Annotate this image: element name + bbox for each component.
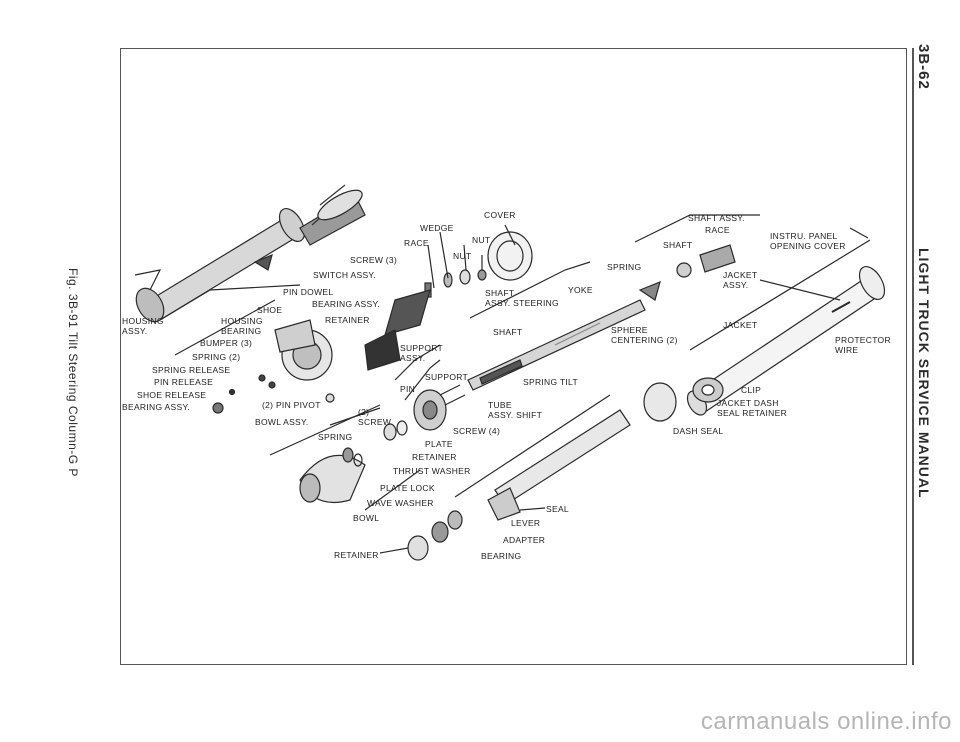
label-bumper-3: BUMPER (3) [200, 338, 253, 348]
label-plate: PLATE [425, 439, 453, 449]
label-retainer-2: RETAINER [412, 452, 457, 462]
label-wedge: WEDGE [420, 223, 454, 233]
label-housing-assy: HOUSING ASSY. [122, 316, 164, 336]
label-pin: PIN [400, 384, 416, 394]
label-pin-dowel: PIN DOWEL [283, 287, 334, 297]
label-retainer-1: RETAINER [325, 315, 370, 325]
label-screw-2: (2) SCREW [358, 407, 392, 427]
label-tube-assy-shift: TUBE ASSY. SHIFT [488, 400, 543, 420]
label-support: SUPPORT [425, 372, 469, 382]
label-shoe: SHOE [257, 305, 283, 315]
label-protector-wire: PROTECTOR WIRE [835, 335, 891, 355]
label-cover: COVER [484, 210, 516, 220]
label-nut-1: NUT [472, 235, 491, 245]
label-dash-seal: DASH SEAL [673, 426, 724, 436]
label-instru-panel-opening-cover: INSTRU. PANEL OPENING COVER [770, 231, 846, 251]
watermark: carmanuals online.info [700, 708, 952, 735]
label-spring-tilt: SPRING TILT [523, 377, 578, 387]
label-screw-4: SCREW (4) [453, 426, 501, 436]
label-spring-2: SPRING (2) [192, 352, 241, 362]
label-bearing-assy-2: BEARING ASSY. [122, 402, 190, 412]
label-housing-bearing: HOUSING BEARING [221, 316, 263, 336]
label-switch-assy: SWITCH ASSY. [313, 270, 376, 280]
label-shaft-assy-steering: SHAFT ASSY. STEERING [485, 288, 559, 308]
label-yoke: YOKE [568, 285, 593, 295]
label-jacket: JACKET [723, 320, 758, 330]
label-shaft-assy: SHAFT ASSY. [688, 213, 745, 223]
margin-rule [912, 48, 914, 665]
label-sphere-centering: SPHERE CENTERING (2) [611, 325, 678, 345]
label-spring-release: SPRING RELEASE [152, 365, 231, 375]
label-bearing-assy-1: BEARING ASSY. [312, 299, 380, 309]
label-pin-release: PIN RELEASE [154, 377, 214, 387]
label-wave-washer: WAVE WASHER [367, 498, 434, 508]
label-screw-3: SCREW (3) [350, 255, 398, 265]
label-shaft-1: SHAFT [493, 327, 523, 337]
label-bowl-assy: BOWL ASSY. [255, 417, 309, 427]
label-adapter: ADAPTER [503, 535, 546, 545]
label-pin-pivot: (2) PIN PIVOT [262, 400, 321, 410]
label-clip: CLIP [741, 385, 762, 395]
label-spring-3: SPRING [607, 262, 642, 272]
label-spring-1: SPRING [318, 432, 353, 442]
figure-frame [120, 48, 907, 665]
label-jacket-assy: JACKET ASSY. [723, 270, 758, 290]
label-plate-lock: PLATE LOCK [380, 483, 435, 493]
label-jacket-dash-seal-retainer: JACKET DASH SEAL RETAINER [717, 398, 788, 418]
cover-part [487, 231, 533, 281]
label-race-1: RACE [404, 238, 429, 248]
label-support-assy: SUPPORT ASSY. [400, 343, 444, 363]
label-retainer-3: RETAINER [334, 550, 379, 560]
label-seal: SEAL [546, 504, 569, 514]
label-lever: LEVER [511, 518, 541, 528]
label-nut-2: NUT [453, 251, 472, 261]
label-bearing: BEARING [481, 551, 522, 561]
label-shaft-2: SHAFT [663, 240, 693, 250]
assembled-column-illustration [134, 184, 366, 323]
label-thrust-washer: THRUST WASHER [393, 466, 471, 476]
label-bowl: BOWL [353, 513, 380, 523]
label-race-2: RACE [705, 225, 730, 235]
label-shoe-release: SHOE RELEASE [137, 390, 207, 400]
